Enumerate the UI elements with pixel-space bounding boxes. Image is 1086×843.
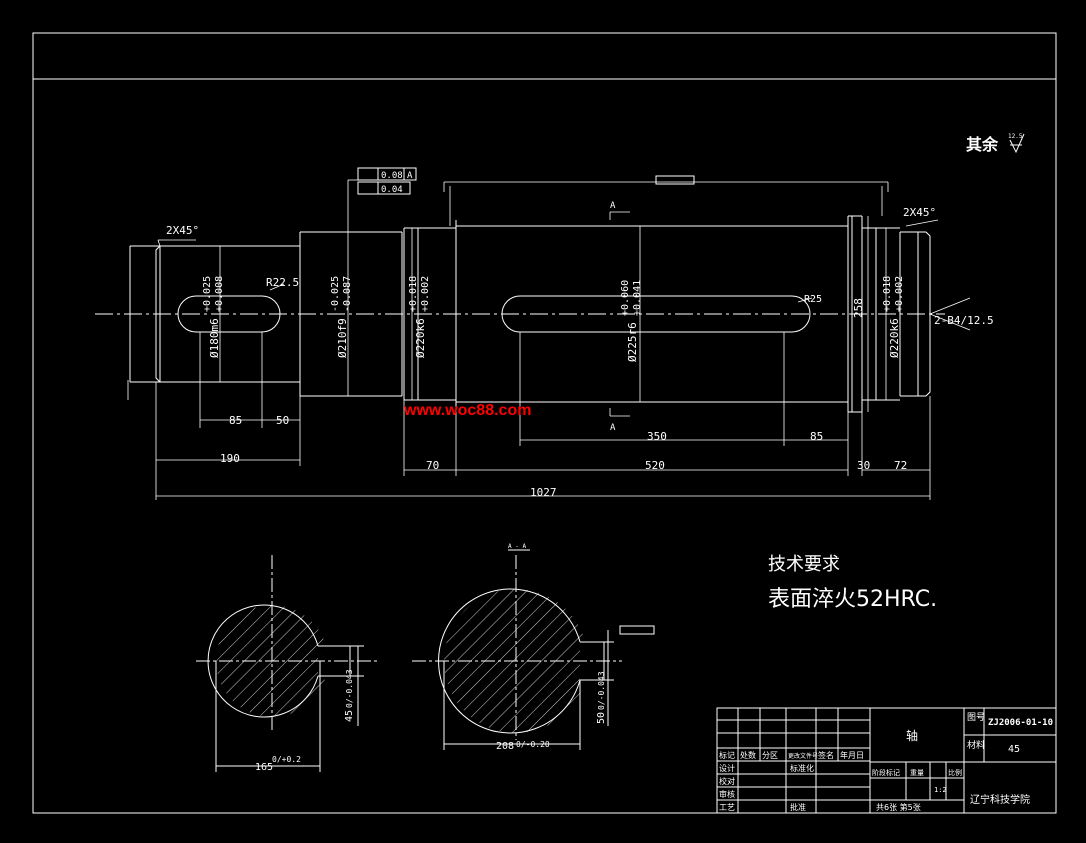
- svg-text:A - A: A - A: [508, 543, 526, 550]
- svg-text:165: 165: [255, 762, 273, 773]
- fcf-value-1: 0.08: [381, 171, 403, 181]
- svg-text:+0.008: +0.008: [214, 276, 225, 312]
- svg-text:校对: 校对: [719, 776, 735, 786]
- dimension-texts: 2X45° 2X45° R22.5 R25 2-B4/12.5 85 50 19…: [166, 201, 994, 499]
- svg-text:1027: 1027: [530, 486, 557, 499]
- svg-text:分区: 分区: [762, 751, 778, 760]
- svg-text:Ø210f9: Ø210f9: [336, 318, 349, 358]
- svg-text:208: 208: [496, 741, 514, 752]
- svg-text:+0.018: +0.018: [408, 276, 419, 312]
- svg-text:1:2: 1:2: [934, 786, 947, 794]
- svg-text:辽宁科技学院: 辽宁科技学院: [970, 793, 1030, 806]
- svg-text:Ø220k6: Ø220k6: [888, 318, 901, 358]
- svg-text:A: A: [610, 423, 616, 433]
- svg-text:2-B4/12.5: 2-B4/12.5: [934, 314, 994, 327]
- svg-text:Ø180m6: Ø180m6: [208, 318, 221, 358]
- drawing-border: [32, 32, 1057, 814]
- svg-text:审核: 审核: [719, 789, 735, 799]
- svg-text:50: 50: [596, 712, 607, 724]
- svg-text:0/+0.2: 0/+0.2: [272, 755, 301, 764]
- svg-text:处数: 处数: [740, 750, 756, 760]
- svg-text:+0.018: +0.018: [882, 276, 893, 312]
- svg-text:0/-0.043: 0/-0.043: [597, 671, 606, 710]
- svg-text:Ø220k6: Ø220k6: [414, 318, 427, 358]
- svg-text:重量: 重量: [910, 769, 924, 777]
- svg-text:ZJ2006-01-10: ZJ2006-01-10: [988, 718, 1053, 728]
- svg-text:+0.002: +0.002: [420, 276, 431, 312]
- svg-text:350: 350: [647, 430, 667, 443]
- svg-text:工艺: 工艺: [719, 803, 735, 812]
- svg-text:45: 45: [344, 710, 355, 722]
- svg-text:年月日: 年月日: [840, 750, 864, 760]
- dimension-lines: [127, 179, 971, 500]
- svg-text:设计: 设计: [719, 763, 735, 773]
- svg-text:R25: R25: [804, 294, 822, 305]
- svg-text:-0.087: -0.087: [342, 276, 353, 312]
- svg-text:+0.041: +0.041: [632, 280, 643, 316]
- svg-text:A: A: [610, 201, 616, 211]
- svg-text:R22.5: R22.5: [266, 276, 299, 289]
- fcf-datum-1: A: [407, 171, 413, 181]
- svg-text:轴: 轴: [906, 728, 918, 743]
- svg-text:2X45°: 2X45°: [903, 206, 936, 219]
- svg-text:+0.060: +0.060: [620, 280, 631, 316]
- svg-text:12.5: 12.5: [1008, 133, 1023, 140]
- svg-text:共6张 第5张: 共6张 第5张: [876, 802, 921, 812]
- svg-text:其余: 其余: [966, 135, 999, 154]
- section-right: A - A 208 0/-0.20 50 0/-0.043: [412, 543, 622, 752]
- shaft-outline: [95, 215, 945, 413]
- svg-text:比例: 比例: [948, 768, 962, 777]
- svg-text:72: 72: [894, 459, 907, 472]
- svg-text:85: 85: [229, 414, 242, 427]
- svg-text:190: 190: [220, 452, 240, 465]
- roughness-note: 其余 12.5: [966, 133, 1025, 154]
- svg-text:30: 30: [857, 459, 870, 472]
- title-block: [716, 707, 1057, 814]
- svg-text:表面淬火52HRC.: 表面淬火52HRC.: [768, 587, 937, 612]
- svg-text:Ø225r6: Ø225r6: [626, 322, 639, 362]
- section-left: 165 0/+0.2 45 0/-0.043: [196, 555, 378, 773]
- svg-text:图号: 图号: [967, 712, 985, 723]
- svg-text:70: 70: [426, 459, 439, 472]
- svg-text:标准化: 标准化: [790, 763, 814, 773]
- svg-text:更改文件号: 更改文件号: [788, 752, 818, 760]
- feature-control-frames: [357, 167, 695, 635]
- svg-text:0/-0.043: 0/-0.043: [345, 669, 354, 708]
- svg-text:-0.025: -0.025: [330, 276, 341, 312]
- watermark-text: www.woc88.com: [404, 402, 532, 419]
- fcf-value-2: 0.04: [381, 185, 403, 195]
- title-block-text: 轴 图号 ZJ2006-01-10 材料 45 辽宁科技学院 共6张 第5张 阶…: [719, 712, 1053, 812]
- svg-text:85: 85: [810, 430, 823, 443]
- svg-text:签名: 签名: [818, 750, 834, 760]
- svg-text:技术要求: 技术要求: [768, 554, 840, 575]
- svg-text:50: 50: [276, 414, 289, 427]
- tech-requirements: 技术要求 表面淬火52HRC.: [768, 554, 937, 612]
- svg-text:258: 258: [852, 298, 865, 318]
- svg-text:45: 45: [1008, 744, 1020, 755]
- svg-text:520: 520: [645, 459, 665, 472]
- svg-text:2X45°: 2X45°: [166, 224, 199, 237]
- svg-text:+0.025: +0.025: [202, 276, 213, 312]
- svg-text:阶段标记: 阶段标记: [872, 768, 900, 777]
- svg-text:标记: 标记: [719, 750, 735, 760]
- svg-text:材料: 材料: [967, 739, 985, 751]
- svg-text:批准: 批准: [790, 802, 806, 812]
- svg-text:+0.002: +0.002: [894, 276, 905, 312]
- svg-text:0/-0.20: 0/-0.20: [516, 740, 550, 749]
